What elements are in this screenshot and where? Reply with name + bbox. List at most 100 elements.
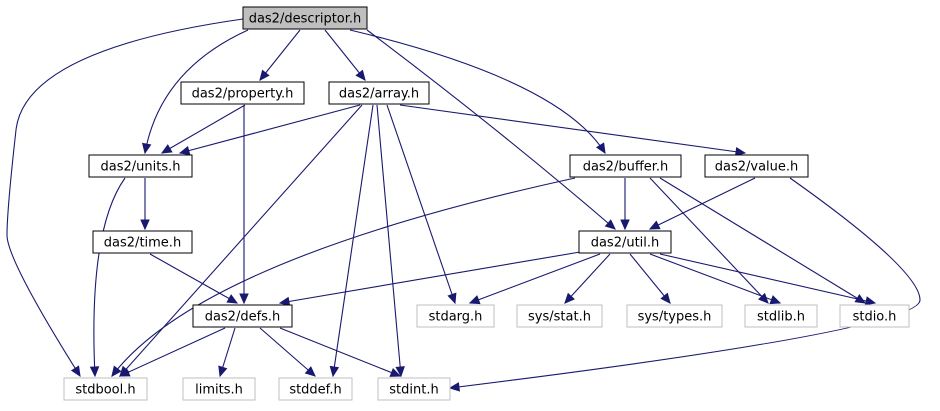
node-descriptor[interactable]: das2/descriptor.h [242,6,368,30]
edge-line [449,177,921,389]
edge-units-stdbool [89,177,126,378]
edges-layer [6,18,921,392]
node-label: sys/types.h [638,310,712,325]
node-label: das2/property.h [192,87,294,102]
arrowhead [141,142,152,155]
edge-line [376,104,402,377]
node-box [182,377,256,401]
node-stddef: stddef.h [278,377,353,401]
nodes-layer: das2/descriptor.h das2/property.h das2/arr… [63,6,910,401]
node-box [744,304,818,328]
edge-line [366,29,616,230]
arrowhead [389,368,402,377]
edge-line [119,327,226,377]
node-box [63,377,148,401]
node-label: stdarg.h [429,310,483,325]
node-label: limits.h [195,383,243,398]
node-util[interactable]: das2/util.h [578,230,672,254]
node-array[interactable]: das2/array.h [328,81,430,105]
arrowhead [226,294,239,304]
node-label: das2/value.h [715,160,799,175]
edge-line [564,253,611,304]
edge-line [161,104,246,154]
node-label: stdio.h [853,310,897,325]
edge-line [279,251,581,304]
arrowhead [769,295,782,305]
arrowhead [564,292,575,304]
node-label: das2/time.h [104,236,181,251]
arrowhead [118,367,131,377]
node-buffer[interactable]: das2/buffer.h [569,154,682,178]
edge-array-value [399,104,747,157]
arrowhead [395,366,405,378]
edge-line [179,104,361,154]
node-box [328,81,430,105]
arrowhead [89,366,100,378]
edge-defs-stdbool [118,327,226,377]
node-sysstat: sys/stat.h [516,304,603,328]
arrowhead [259,69,270,81]
edge-property-units [160,104,246,154]
edge-value-util [648,177,756,230]
edge-util-stdarg [468,253,601,305]
edge-line [649,253,781,304]
edge-defs-limits [218,327,236,378]
edge-line [149,253,238,304]
edge-line [93,177,126,377]
node-box [569,154,682,178]
edge-array-units [178,104,361,156]
arrowhead [468,295,481,305]
edge-array-stdint [376,104,405,378]
arrowhead [595,142,606,155]
edge-line [144,29,249,154]
arrowhead [178,145,191,156]
edge-util-stdio [659,253,877,306]
node-property[interactable]: das2/property.h [180,81,305,105]
edge-line [324,29,366,81]
node-label: stddef.h [289,383,341,398]
edge-defs-stdint [279,327,402,377]
node-box [92,230,193,254]
node-label: das2/defs.h [205,310,281,325]
node-time[interactable]: das2/time.h [92,230,193,254]
edge-descriptor-units [141,29,249,155]
arrowhead [218,365,228,378]
arrowhead [447,292,457,305]
edge-util-systypes [629,253,671,304]
arrowhead [620,219,630,231]
edge-array-stdarg [386,104,457,305]
node-value[interactable]: das2/value.h [704,154,809,178]
node-defs[interactable]: das2/defs.h [192,304,293,328]
arrowhead [70,365,81,378]
node-box [516,304,603,328]
node-box [192,304,293,328]
edge-buffer-stdbool [111,177,576,377]
edge-line [659,253,876,304]
edge-line [259,29,301,81]
node-stdint: stdint.h [377,377,451,401]
edge-buffer-util [620,178,630,231]
node-box [578,230,672,254]
node-label: das2/descriptor.h [249,12,362,27]
arrowhead [160,144,173,154]
node-stdio: stdio.h [839,304,910,328]
node-label: das2/buffer.h [583,160,669,175]
arrowhead [239,293,249,305]
edge-line [659,177,866,304]
edge-line [629,253,671,304]
node-box [242,6,368,30]
arrowhead [660,292,671,304]
arrowhead [278,296,291,307]
node-label: das2/array.h [339,87,419,102]
edge-line [386,104,456,304]
node-units[interactable]: das2/units.h [88,154,193,178]
node-box [377,377,451,401]
node-box [626,304,723,328]
edge-descriptor-stdbool [6,18,244,378]
edge-time-defs [149,253,239,304]
arrowhead [734,146,747,157]
arrowhead [448,382,461,392]
edge-buffer-stdio [659,177,867,304]
edge-descriptor-util [366,29,616,230]
arrowhead [604,219,616,230]
